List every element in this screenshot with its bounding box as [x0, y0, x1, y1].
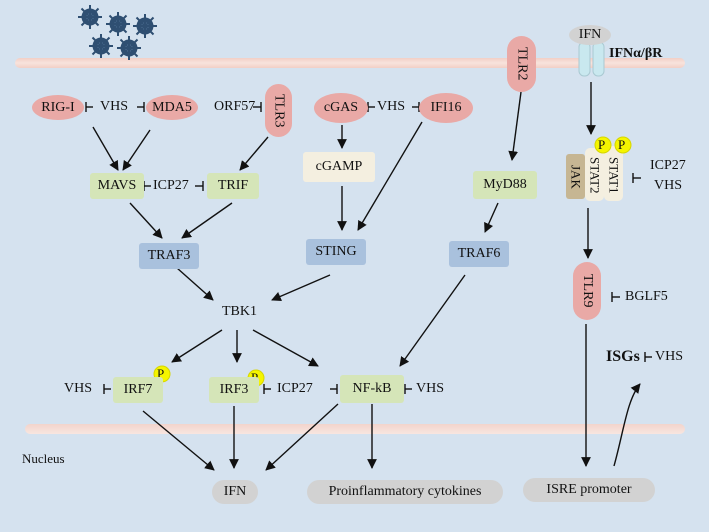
inhibitor-icp27-mavs: ICP27 [153, 178, 189, 193]
nuclear-membrane [25, 424, 685, 434]
inhibitor-icp27-stat: ICP27 [650, 158, 686, 173]
ifn-receptor-chain-1 [578, 41, 591, 77]
phospho-label-stat2: P [598, 137, 606, 152]
myd88-node: MyD88 [473, 171, 537, 199]
phospho-label-irf7: P [157, 366, 165, 381]
virus-icon [78, 5, 157, 60]
activation-arrows [92, 82, 641, 471]
ifn-ligand-node: IFN [569, 25, 611, 45]
inhibitor-icp27-irf3: ICP27 [277, 381, 313, 396]
jak-label: JAK [568, 164, 584, 189]
ifn-receptor-label: IFNα/βR [609, 46, 663, 61]
jak-block [566, 154, 585, 199]
mda5-node: MDA5 [146, 95, 198, 120]
isgs-label: ISGs [606, 348, 640, 365]
stat1-block [604, 146, 623, 201]
cgamp-node: cGAMP [303, 152, 375, 182]
traf6-node: TRAF6 [449, 241, 509, 267]
inhibitor-vhs-rig: VHS [100, 99, 129, 114]
stat1-label: STAT1 [606, 157, 622, 194]
phospho-label-stat1: P [618, 137, 626, 152]
ifn-receptor-chain-2 [592, 41, 605, 77]
stat2-label: STAT2 [587, 157, 603, 194]
mavs-node: MAVS [90, 173, 144, 199]
inhibitor-vhs-irf7: VHS [64, 381, 93, 396]
nfkb-node: NF-kB [340, 375, 404, 403]
sting-node: STING [306, 239, 366, 265]
irf7-node: IRF7 [113, 377, 163, 403]
inhibitor-vhs-nfkb: VHS [416, 381, 445, 396]
ifn-output-node: IFN [212, 480, 258, 504]
inhibitor-vhs-cgas: VHS [377, 99, 406, 114]
tlr9-node: TLR9 [573, 262, 601, 320]
trif-node: TRIF [207, 173, 259, 199]
inhibitor-vhs-stat: VHS [654, 178, 683, 193]
tlr3-node: TLR3 [265, 84, 292, 137]
tlr2-node: TLR2 [507, 36, 536, 92]
cytokines-node: Proinflammatory cytokines [307, 480, 503, 504]
cgas-node: cGAS [314, 93, 368, 123]
tbk1-label: TBK1 [222, 304, 257, 319]
inhibitor-bglf5: BGLF5 [625, 289, 668, 304]
nucleus-label: Nucleus [22, 451, 65, 466]
irf3-node: IRF3 [209, 377, 259, 403]
isre-promoter-node: ISRE promoter [523, 478, 655, 502]
stat2-block [585, 148, 604, 201]
ifi16-node: IFI16 [419, 93, 473, 123]
inhibitor-orf57: ORF57 [214, 99, 256, 114]
inhibitor-vhs-isgs: VHS [655, 349, 684, 364]
rig-i-node: RIG-I [32, 95, 84, 120]
traf3-node: TRAF3 [139, 243, 199, 269]
